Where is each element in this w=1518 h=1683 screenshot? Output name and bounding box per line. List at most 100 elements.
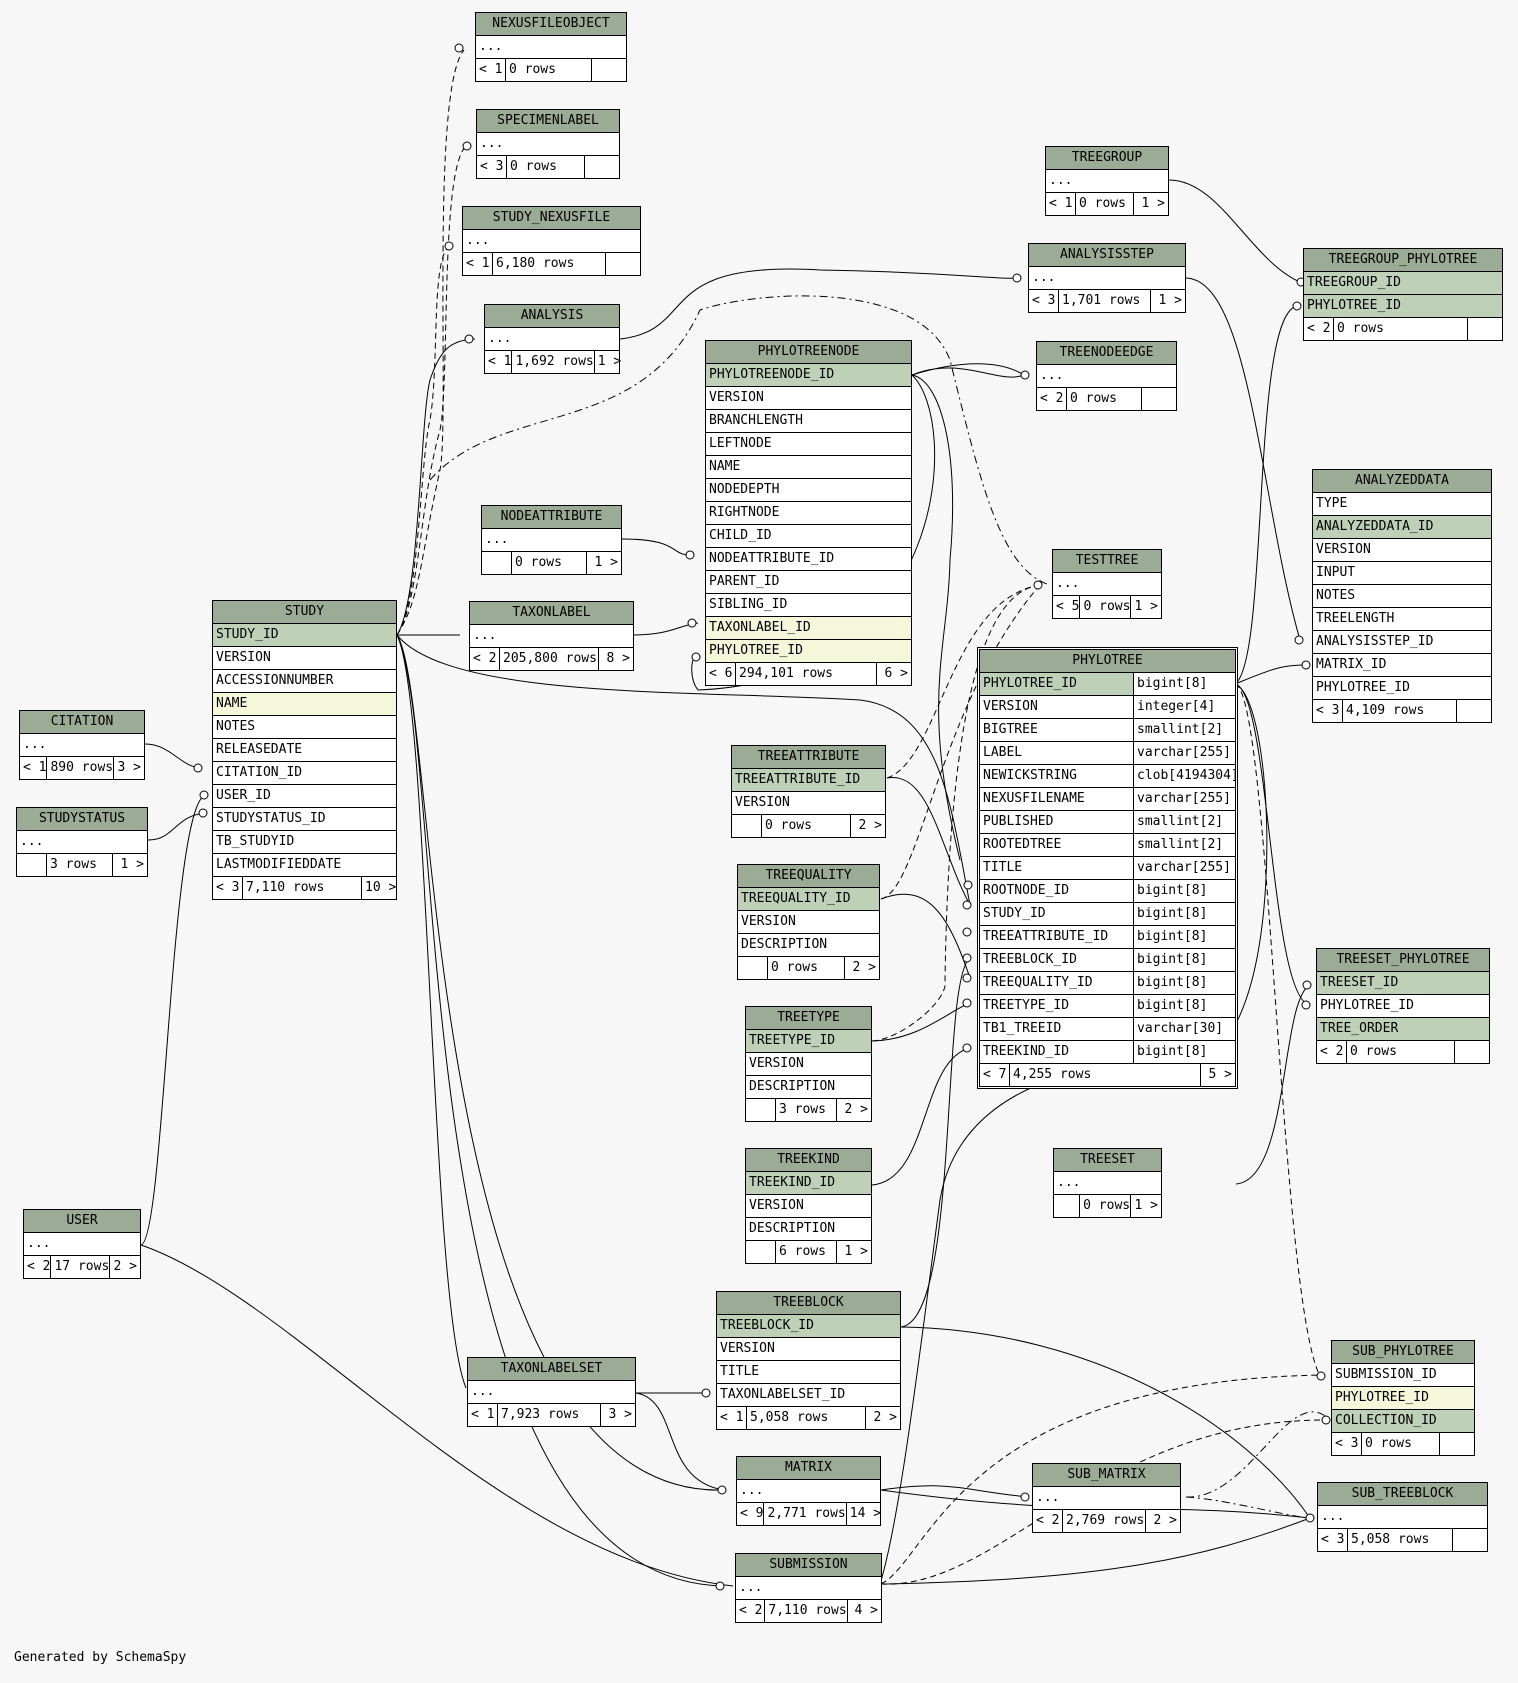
children-count[interactable] (1455, 1041, 1489, 1063)
parents-count[interactable]: < 2 (1317, 1041, 1347, 1063)
table-title[interactable]: TESTTREE (1053, 550, 1161, 573)
column-row[interactable]: LEFTNODE (706, 433, 911, 456)
column-row[interactable]: BRANCHLENGTH (706, 410, 911, 433)
children-count[interactable]: 1 > (1134, 1198, 1158, 1213)
column-row[interactable]: PHYLOTREE_ID (1332, 1387, 1474, 1410)
children-count[interactable]: 6 > (884, 666, 908, 681)
column-row[interactable]: RIGHTNODE (706, 502, 911, 525)
children-count[interactable]: 14 > (849, 1506, 882, 1521)
table-title[interactable]: SUBMISSION (736, 1554, 881, 1577)
column-row[interactable]: NODEATTRIBUTE_ID (706, 548, 911, 571)
column-row[interactable]: TREETYPE_ID (746, 1030, 871, 1053)
table-title[interactable]: CITATION (20, 711, 144, 734)
column-row[interactable]: NOTES (213, 716, 396, 739)
column-row[interactable]: NOTES (1313, 585, 1491, 608)
table-title[interactable]: STUDYSTATUS (17, 808, 147, 831)
column-row[interactable]: TB_STUDYID (213, 831, 396, 854)
table-title[interactable]: PHYLOTREE (980, 650, 1235, 673)
children-count[interactable]: 2 > (873, 1410, 897, 1425)
column-row[interactable]: STUDYSTATUS_ID (213, 808, 396, 831)
parents-count[interactable]: < 2 (1304, 318, 1334, 340)
parents-count[interactable] (17, 854, 47, 876)
column-row[interactable]: CHILD_ID (706, 525, 911, 548)
column-row[interactable]: PHYLOTREENODE_ID (706, 364, 911, 387)
table-title[interactable]: TREEBLOCK (717, 1292, 900, 1315)
column-row[interactable]: ACCESSIONNUMBER (213, 670, 396, 693)
children-count[interactable]: 2 > (844, 1102, 868, 1117)
column-row[interactable]: VERSION (213, 647, 396, 670)
column-row[interactable]: NAME (706, 456, 911, 479)
column-row[interactable]: VERSION (717, 1338, 900, 1361)
table-title[interactable]: TREENODEEDGE (1037, 342, 1176, 365)
column-row[interactable]: PHYLOTREE_ID (1317, 995, 1489, 1018)
column-row[interactable]: PHYLOTREE_ID (1313, 677, 1491, 700)
parents-count[interactable]: < 3 (213, 877, 243, 899)
column-row[interactable]: NAME (213, 693, 396, 716)
children-count[interactable] (606, 253, 640, 275)
column-row[interactable]: TAXONLABEL_ID (706, 617, 911, 640)
parents-count[interactable]: < 2 (470, 648, 500, 670)
parents-count[interactable] (1054, 1195, 1081, 1217)
column-row[interactable]: TREE_ORDER (1317, 1018, 1489, 1041)
children-count[interactable]: 2 > (1153, 1513, 1177, 1528)
column-row[interactable]: TITLE (717, 1361, 900, 1384)
column-row[interactable]: SIBLING_ID (706, 594, 911, 617)
column-row[interactable]: VERSION (732, 792, 885, 815)
table-title[interactable]: SUB_TREEBLOCK (1318, 1483, 1487, 1506)
parents-count[interactable]: < 1 (1046, 193, 1076, 215)
table-title[interactable]: ANALYSISSTEP (1029, 244, 1185, 267)
parents-count[interactable]: < 3 (1313, 700, 1343, 722)
table-title[interactable]: NEXUSFILEOBJECT (476, 13, 626, 36)
children-count[interactable]: 2 > (858, 818, 882, 833)
parents-count[interactable] (482, 552, 512, 574)
children-count[interactable]: 1 > (120, 857, 144, 872)
table-title[interactable]: USER (24, 1210, 140, 1233)
children-count[interactable]: 3 > (117, 760, 141, 775)
table-title[interactable]: TREEKIND (746, 1149, 871, 1172)
children-count[interactable] (1440, 1433, 1474, 1455)
children-count[interactable] (592, 59, 626, 81)
children-count[interactable] (1457, 700, 1491, 722)
table-title[interactable]: TREEATTRIBUTE (732, 746, 885, 769)
parents-count[interactable]: < 3 (477, 156, 507, 178)
parents-count[interactable] (738, 957, 768, 979)
column-row[interactable]: TREELENGTH (1313, 608, 1491, 631)
column-row[interactable]: VERSION (746, 1195, 871, 1218)
children-count[interactable]: 3 > (608, 1407, 632, 1422)
children-count[interactable]: 1 > (594, 555, 618, 570)
column-row[interactable]: ANALYSISSTEP_ID (1313, 631, 1491, 654)
children-count[interactable]: 1 > (1134, 599, 1158, 614)
table-title[interactable]: ANALYSIS (485, 305, 619, 328)
children-count[interactable]: 1 > (1141, 196, 1165, 211)
table-title[interactable]: ANALYZEDDATA (1313, 470, 1491, 493)
parents-count[interactable]: < 2 (1033, 1510, 1063, 1532)
column-row[interactable]: VERSION (1313, 539, 1491, 562)
column-row[interactable]: VERSION (738, 911, 879, 934)
